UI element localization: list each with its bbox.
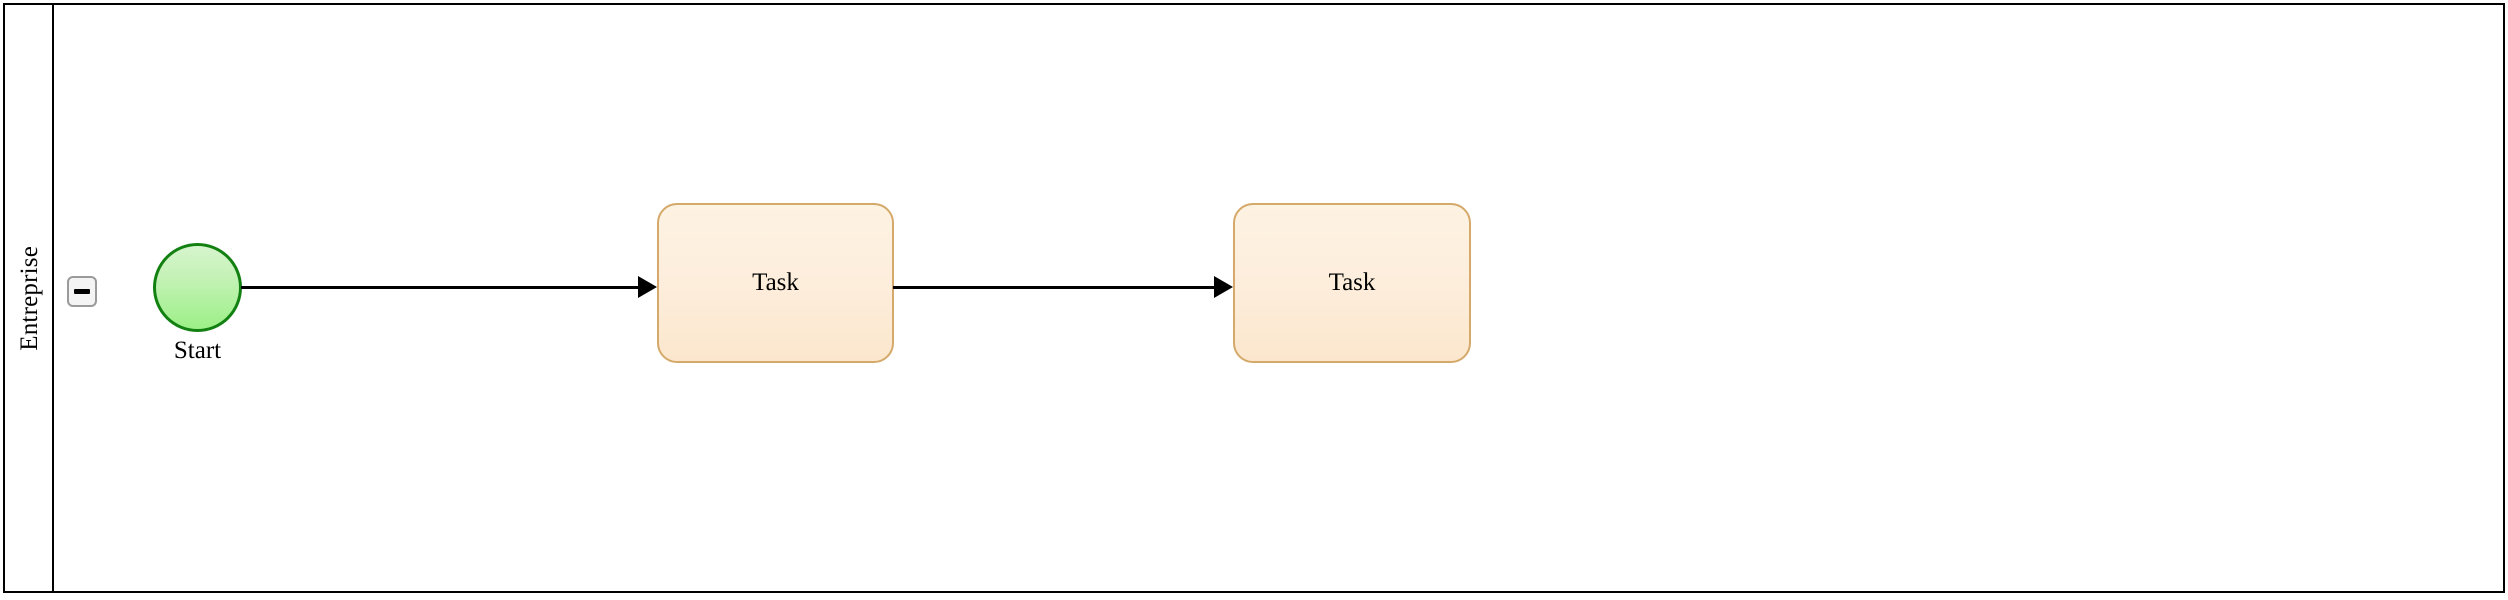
- sequence-flow-2-arrowhead: [1214, 276, 1233, 298]
- pool-title: Entreprise: [16, 245, 43, 351]
- pool-body: Start Task Task: [56, 5, 2503, 591]
- task-node-2[interactable]: Task: [1233, 203, 1471, 363]
- sequence-flow-1-arrowhead: [638, 276, 657, 298]
- start-event-node[interactable]: [153, 243, 242, 332]
- task-2-label: Task: [1328, 269, 1376, 296]
- minus-icon: [74, 289, 90, 294]
- start-event-circle: [153, 243, 242, 332]
- collapse-minus-button[interactable]: [67, 276, 97, 307]
- sequence-flow-2-line[interactable]: [893, 286, 1215, 289]
- task-1-label: Task: [752, 269, 799, 296]
- pool-title-container: Entreprise: [5, 5, 54, 591]
- pool-header-band[interactable]: Entreprise: [5, 5, 54, 591]
- task-node-1[interactable]: Task: [657, 203, 894, 363]
- pool-entreprise[interactable]: Entreprise Start Task: [3, 3, 2505, 593]
- sequence-flow-1-line[interactable]: [241, 286, 639, 289]
- start-event-label: Start: [173, 337, 222, 364]
